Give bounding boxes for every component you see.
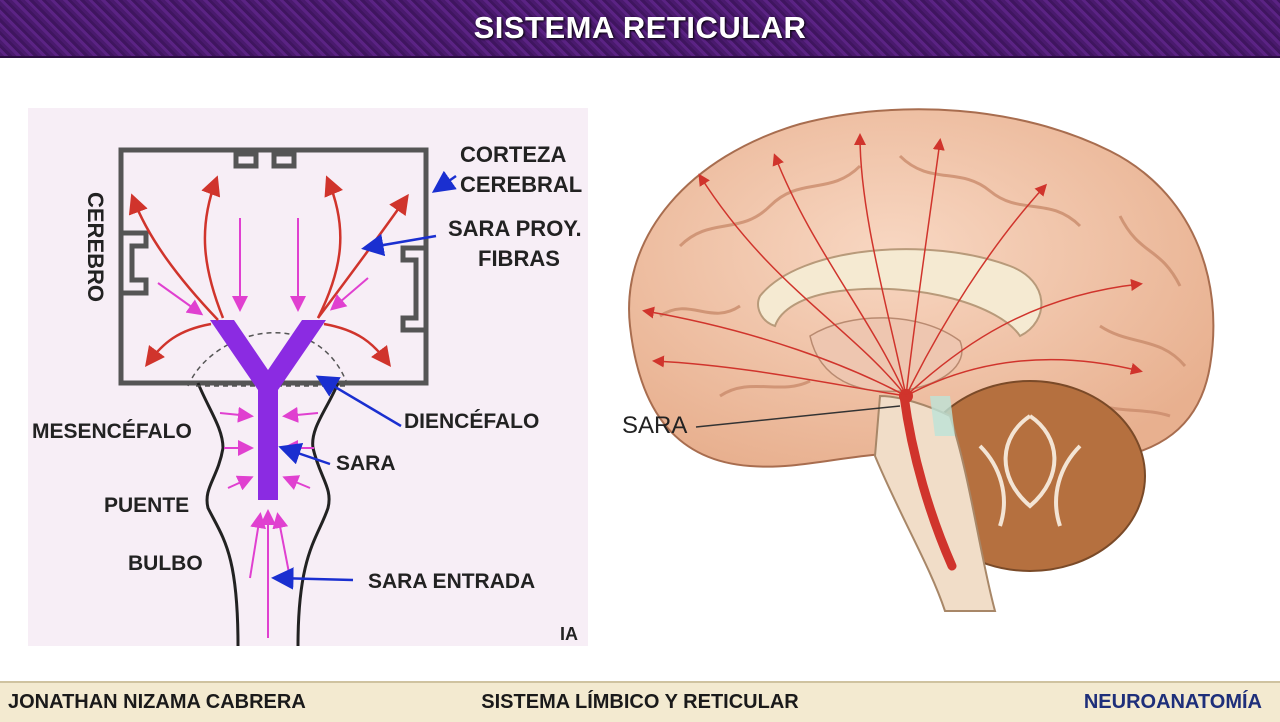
cerebrum-box xyxy=(118,147,429,386)
label-bulbo: BULBO xyxy=(128,552,203,575)
page-title: SISTEMA RETICULAR xyxy=(473,10,807,45)
label-mesencefalo: MESENCÉFALO xyxy=(32,420,192,443)
footer-bar: JONATHAN NIZAMA CABRERA SISTEMA LÍMBICO … xyxy=(0,681,1280,722)
sara-column xyxy=(899,391,957,571)
footer-author: JONATHAN NIZAMA CABRERA xyxy=(8,691,306,713)
diagram-svg: CORTEZA CEREBRAL SARA PROY. FIBRAS CEREB… xyxy=(32,142,582,647)
label-ia: IA xyxy=(560,624,578,644)
brainstem-outline xyxy=(196,382,240,647)
reticular-system-diagram: CORTEZA CEREBRAL SARA PROY. FIBRAS CEREB… xyxy=(28,108,588,647)
brain-sagittal-illustration: SARA xyxy=(600,96,1240,616)
brain-svg: SARA xyxy=(622,108,1215,612)
label-sara-entrada: SARA ENTRADA xyxy=(368,570,535,593)
label-diencefalo: DIENCÉFALO xyxy=(404,410,539,433)
footer-subject: NEUROANATOMÍA xyxy=(1083,691,1262,713)
label-puente: PUENTE xyxy=(104,494,189,517)
label-cerebro: CEREBRO xyxy=(83,192,108,302)
corpus-callosum xyxy=(757,248,1043,338)
label-cerebral: CEREBRAL xyxy=(460,172,582,197)
label-corteza: CORTEZA xyxy=(460,142,566,167)
title-bar: SISTEMA RETICULAR xyxy=(0,0,1280,58)
sara-y-shape xyxy=(210,320,326,500)
footer-topic: SISTEMA LÍMBICO Y RETICULAR xyxy=(481,691,799,713)
label-sara: SARA xyxy=(336,452,396,475)
label-sara-brain: SARA xyxy=(622,412,687,439)
label-sara-proy: SARA PROY. xyxy=(448,216,582,241)
label-fibras: FIBRAS xyxy=(478,246,560,271)
